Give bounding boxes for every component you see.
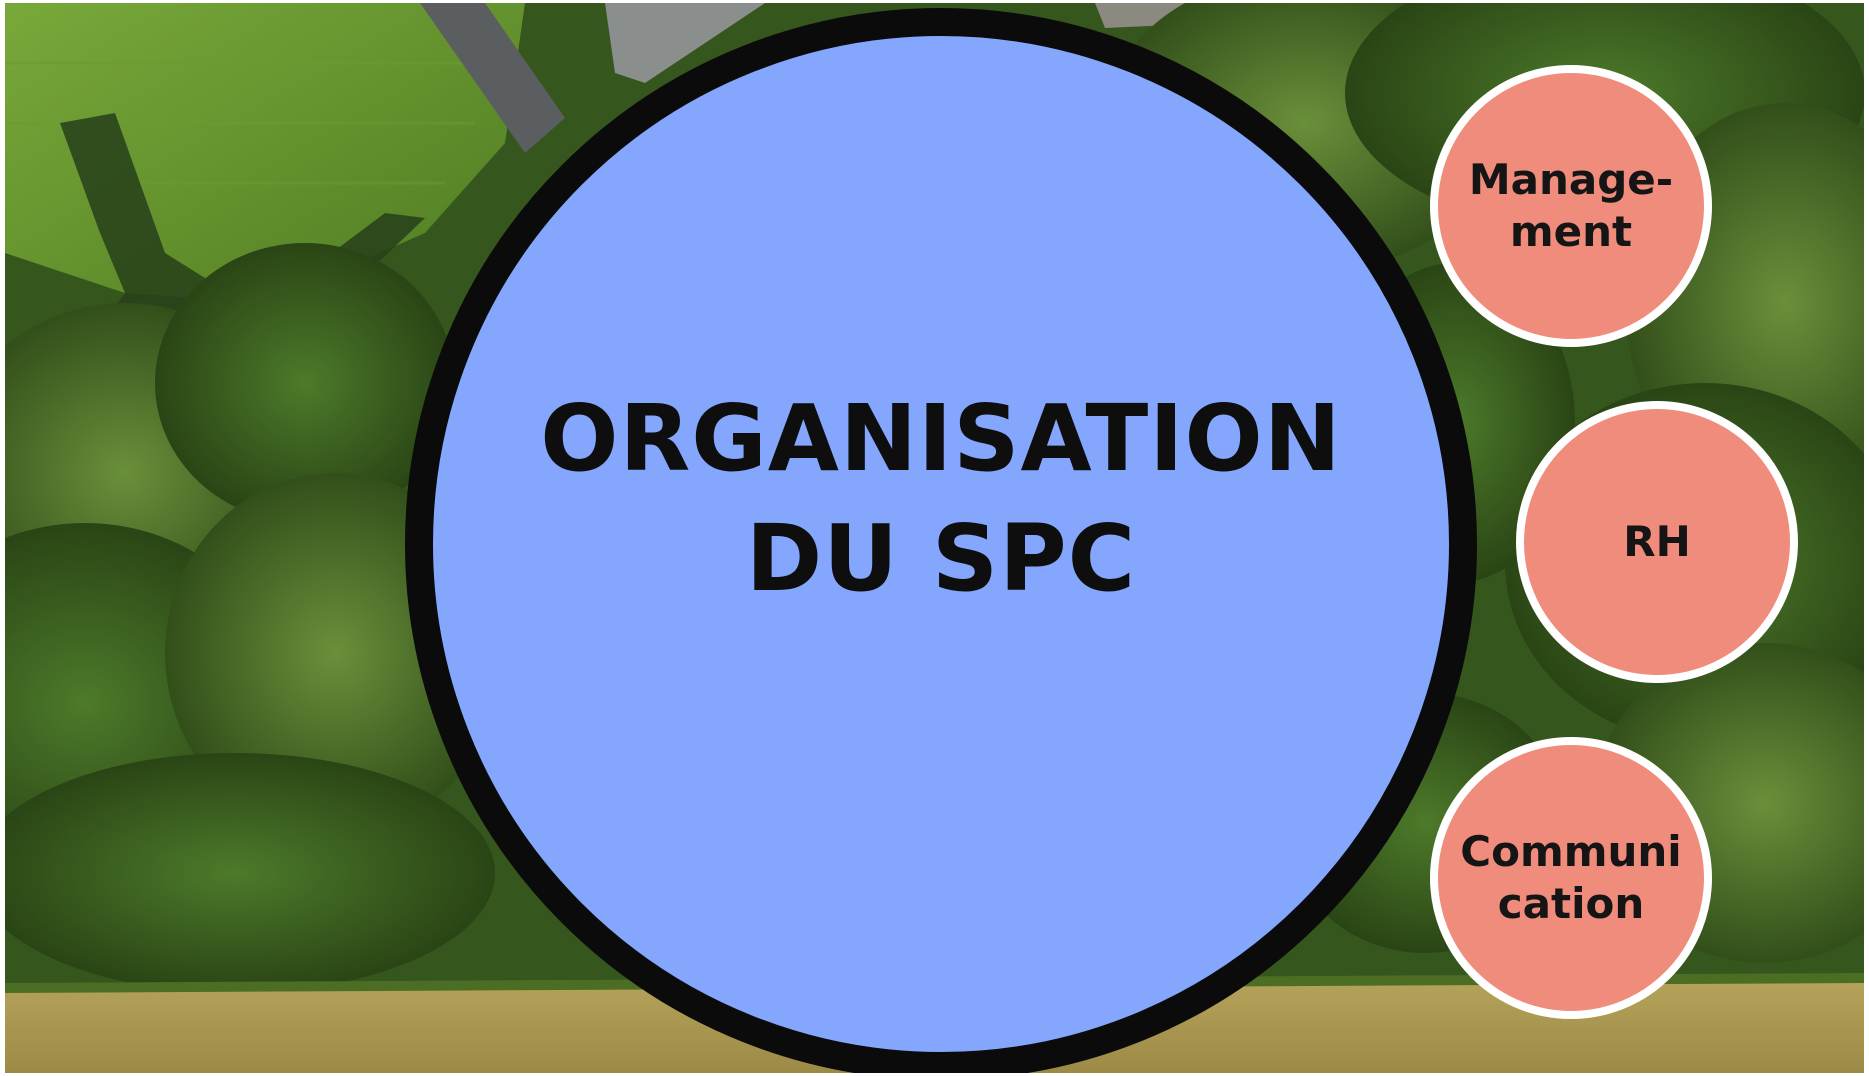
slide-title-line-1: ORGANISATION	[540, 385, 1342, 492]
topic-circle-rh[interactable]: RH	[1516, 401, 1798, 683]
topic-label-management-line-2: ment	[1509, 207, 1633, 256]
topic-label-management: Manage- ment	[1469, 154, 1673, 258]
topic-label-management-line-1: Manage-	[1468, 155, 1674, 204]
main-topic-circle[interactable]: ORGANISATION DU SPC	[405, 8, 1477, 1073]
topic-label-rh: RH	[1623, 516, 1691, 568]
topic-label-communication-line-2: cation	[1497, 879, 1645, 928]
slide-title: ORGANISATION DU SPC	[540, 379, 1342, 619]
slide-title-line-2: DU SPC	[745, 505, 1137, 612]
topic-circle-management[interactable]: Manage- ment	[1430, 65, 1712, 347]
topic-label-rh-line-1: RH	[1623, 517, 1691, 566]
topic-label-communication-line-1: Communi	[1460, 827, 1682, 876]
slide-canvas: ORGANISATION DU SPC Manage- ment RH Comm…	[5, 3, 1864, 1073]
topic-circle-communication[interactable]: Communi cation	[1430, 737, 1712, 1019]
topic-label-communication: Communi cation	[1460, 826, 1681, 930]
